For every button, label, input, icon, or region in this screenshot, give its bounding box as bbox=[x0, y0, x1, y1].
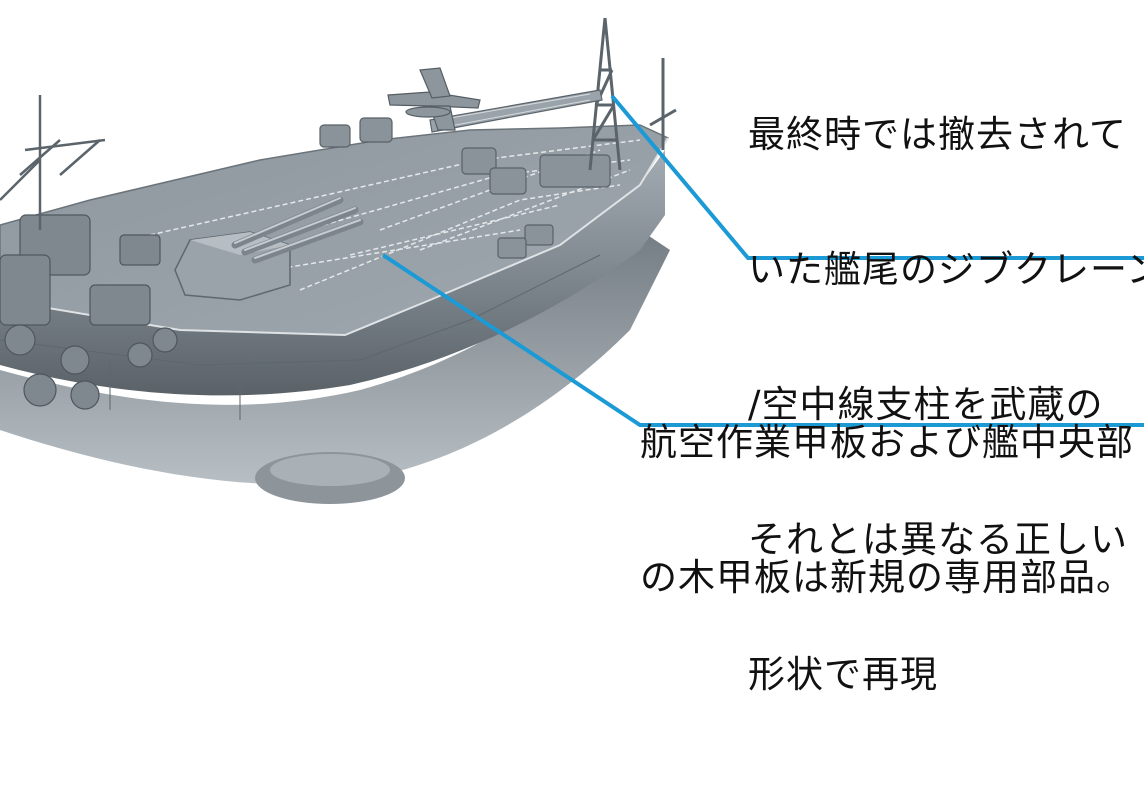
battleship-model-render bbox=[0, 17, 677, 504]
caption-line: 航空作業甲板および艦中央部 bbox=[640, 421, 1134, 464]
caption-line: 最終時では撤去されて bbox=[748, 113, 1127, 156]
hull-belly bbox=[0, 230, 670, 485]
caption-line: /空中線支柱を武蔵の bbox=[748, 383, 1104, 426]
superstructure bbox=[0, 214, 178, 410]
caption-line: いた艦尾のジブクレーン bbox=[748, 248, 1144, 291]
forward-mast bbox=[0, 95, 106, 230]
product-callout-image: 最終時では撤去されて いた艦尾のジブクレーン /空中線支柱を武蔵の それとは異な… bbox=[0, 17, 1144, 696]
leader-line-bottom bbox=[381, 253, 1144, 427]
callout-text-bottom: 航空作業甲板および艦中央部 の木甲板は新規の専用部品。 bbox=[640, 330, 1134, 690]
leader-lines bbox=[381, 94, 1144, 427]
main-turret bbox=[174, 196, 364, 301]
secondary-mounts bbox=[319, 117, 611, 259]
leader-line-top bbox=[610, 94, 1144, 260]
jib-crane bbox=[588, 17, 677, 171]
floatplane-icon bbox=[387, 67, 481, 131]
caption-line: の木甲板は新規の専用部品。 bbox=[640, 556, 1134, 599]
